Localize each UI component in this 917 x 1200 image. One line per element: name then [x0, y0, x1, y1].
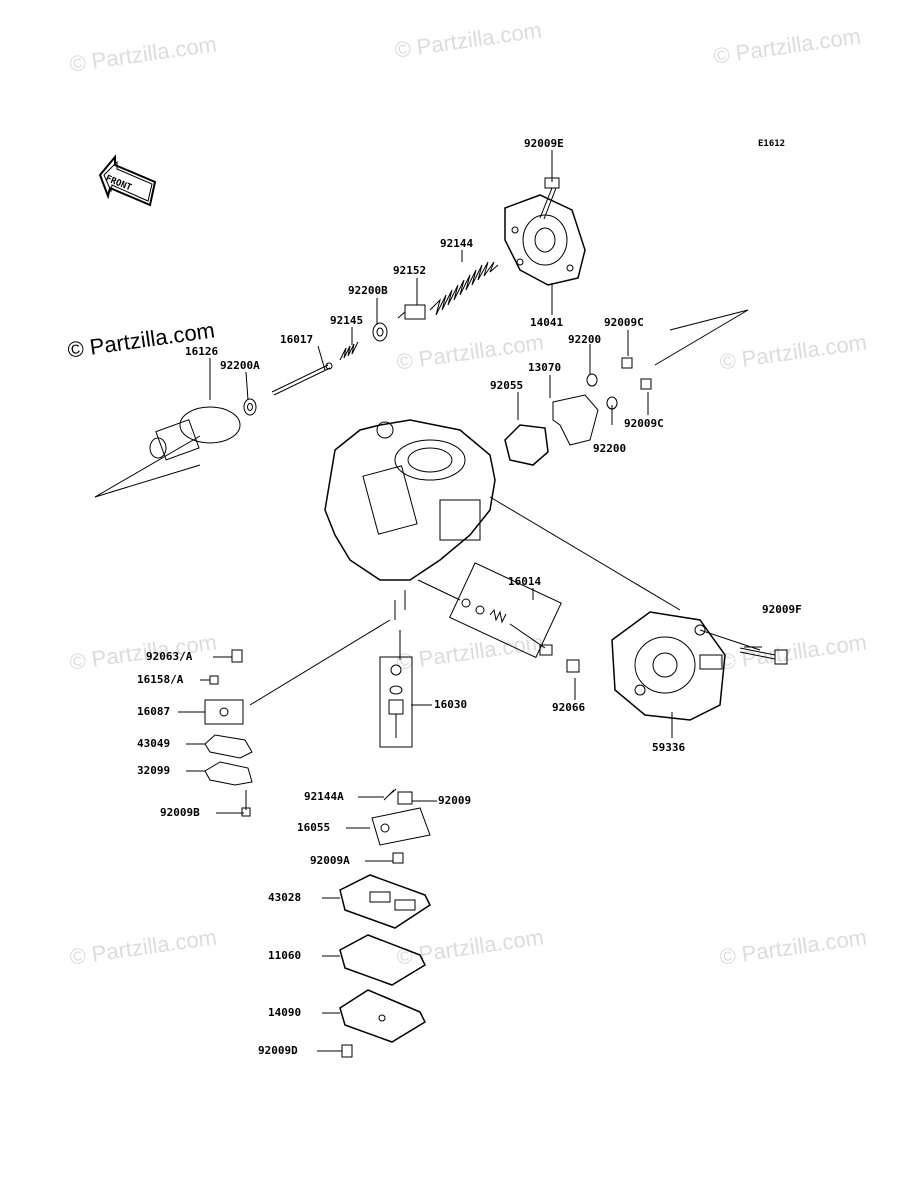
part-label: 16055 — [297, 821, 331, 834]
part-label: 43028 — [268, 891, 302, 904]
part-label: 92009B — [160, 806, 200, 819]
part-label: 43049 — [137, 737, 171, 750]
part-label: 92066 — [552, 701, 586, 714]
part-label: 92063/A — [146, 650, 193, 663]
part-label: 92200A — [220, 359, 260, 372]
part-label: 14041 — [530, 316, 564, 329]
part-label: 16158/A — [137, 673, 184, 686]
part-label: 16017 — [280, 333, 314, 346]
part-label: 92009C — [604, 316, 644, 329]
part-label: 92009F — [762, 603, 802, 616]
diagram-code: E1612 — [758, 139, 786, 149]
part-label: 16030 — [434, 698, 468, 711]
part-label: 92009D — [258, 1044, 298, 1057]
part-label: 92200 — [568, 333, 602, 346]
part-label: 92144 — [440, 237, 474, 250]
part-label: 92144A — [304, 790, 344, 803]
part-label: 92009A — [310, 854, 350, 867]
part-label: 13070 — [528, 361, 562, 374]
part-label: 92200 — [593, 442, 627, 455]
part-label: 11060 — [268, 949, 302, 962]
part-label: 92009E — [524, 137, 564, 150]
part-label: 32099 — [137, 764, 171, 777]
part-label: 92009 — [438, 794, 472, 807]
part-label: 92145 — [330, 314, 364, 327]
part-label: 14090 — [268, 1006, 302, 1019]
part-label: 92055 — [490, 379, 524, 392]
part-label: 16126 — [185, 345, 219, 358]
part-label: 92152 — [393, 264, 427, 277]
part-label: 59336 — [652, 741, 686, 754]
part-label: 16087 — [137, 705, 171, 718]
part-label: 16014 — [508, 575, 542, 588]
part-label: 92009C — [624, 417, 664, 430]
part-label: 92200B — [348, 284, 388, 297]
